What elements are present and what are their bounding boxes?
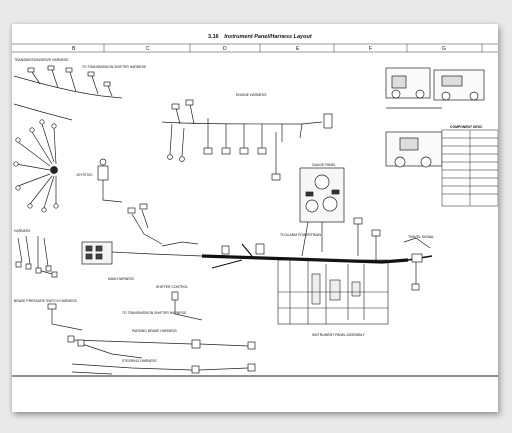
brake-pressure-harness: BRAKE PRESSURE SWITCH HARNESS	[14, 299, 83, 331]
left-harness-label: HARNESS	[14, 229, 31, 233]
engine-harness: ENGINE HARNESS	[161, 93, 333, 181]
shifter-control: SHIFTER CONTROL	[156, 285, 203, 321]
parking-brake-label: PARKING BRAKE HARNESS	[132, 329, 178, 333]
column-label: E	[296, 46, 300, 52]
component-table: COMPONENT DESC	[441, 125, 498, 207]
instrument-panel-label: INSTRUMENT PANEL ASSEMBLY	[312, 333, 365, 337]
steering-harness: STEERING HARNESS	[71, 359, 256, 375]
instrument-panel: INSTRUMENT PANEL ASSEMBLY	[277, 259, 389, 337]
main-harness-label: MAIN HARNESS	[108, 277, 135, 281]
left-connector-cluster	[13, 119, 59, 213]
joystick-label: JOYSTICK	[76, 173, 93, 177]
column-header: B C D E F G	[12, 43, 498, 53]
page-title: 3.16 Instrument Panel/Harness Layout	[208, 34, 313, 40]
alarm-harness: TRANSMISSION/DRIVE HARNESS	[13, 58, 123, 121]
trans-shifter-label: TO TRANSMISSION SHIFTER HARNESS	[82, 65, 147, 69]
shifter-control-label: SHIFTER CONTROL	[156, 285, 188, 289]
main-harness: MAIN HARNESS	[81, 203, 203, 281]
center-connectors	[221, 217, 381, 260]
travel-signal: TRAVEL SIGNAL	[403, 235, 434, 291]
column-label: C	[146, 46, 150, 52]
column-label: D	[223, 46, 227, 52]
parking-brake-harness: PARKING BRAKE HARNESS	[67, 329, 256, 359]
alarm-harness-label: TRANSMISSION/DRIVE HARNESS	[14, 58, 69, 62]
component-table-title: COMPONENT DESC	[450, 125, 483, 129]
column-label: B	[72, 46, 76, 52]
trans-shifter-label-2: TO TRANSMISSION SHIFTER HARNESS	[122, 311, 187, 315]
travel-signal-label: TRAVEL SIGNAL	[408, 235, 434, 239]
joystick-component: JOYSTICK	[76, 158, 123, 203]
main-trunk	[201, 243, 433, 269]
machine-illustrations	[385, 67, 485, 168]
gauge-panel-label: GAUGE PANEL	[312, 163, 336, 167]
title-text: Instrument Panel/Harness Layout	[224, 34, 313, 40]
wiring-diagram: 3.16 Instrument Panel/Harness Layout B C…	[12, 34, 498, 377]
steering-harness-label: STEERING HARNESS	[122, 359, 157, 363]
column-label: G	[442, 46, 446, 52]
left-side-harness: HARNESS	[14, 229, 58, 278]
engine-harness-label: ENGINE HARNESS	[236, 93, 267, 97]
brake-pressure-label: BRAKE PRESSURE SWITCH HARNESS	[14, 299, 77, 303]
schematic-sheet: 3.16 Instrument Panel/Harness Layout B C…	[12, 24, 498, 412]
column-label: F	[369, 46, 372, 52]
gauge-panel: GAUGE PANEL	[299, 163, 345, 257]
alarm-powertrain-label: TO ALARM POWERTRAIN	[280, 233, 321, 237]
section-number: 3.16	[208, 34, 219, 40]
